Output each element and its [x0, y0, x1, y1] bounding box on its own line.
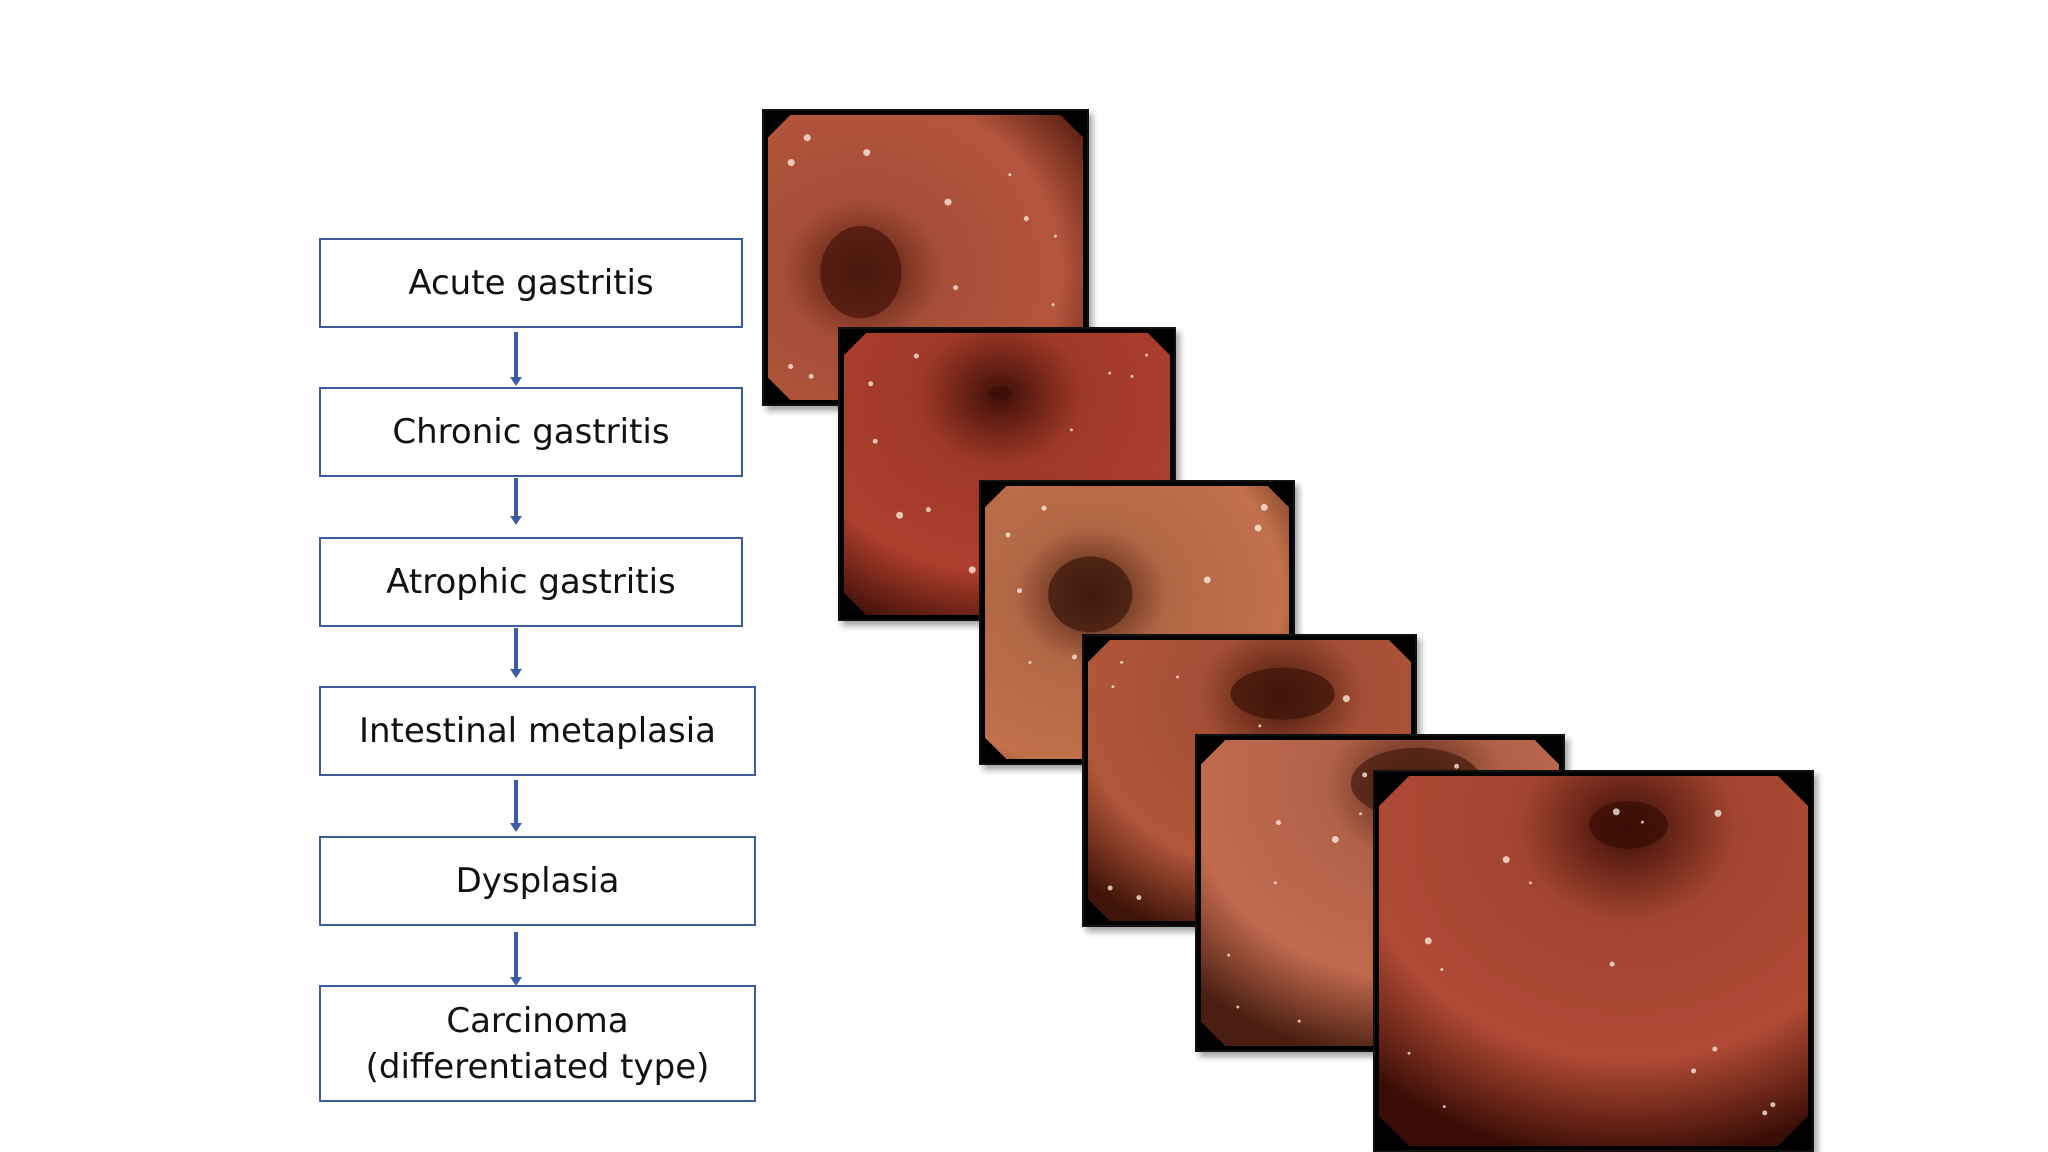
- arrow-down-icon: [510, 628, 522, 678]
- stage-intestinal-metaplasia: Intestinal metaplasia: [319, 686, 756, 776]
- arrow-down-icon: [510, 932, 522, 986]
- arrow-down-icon: [510, 332, 522, 386]
- stage-chronic-gastritis: Chronic gastritis: [319, 387, 743, 477]
- stage-dysplasia: Dysplasia: [319, 836, 756, 926]
- stage-atrophic-gastritis: Atrophic gastritis: [319, 537, 743, 627]
- carcinoma-endoscopy: [1373, 770, 1814, 1152]
- arrow-down-icon: [510, 478, 522, 525]
- stage-acute-gastritis: Acute gastritis: [319, 238, 743, 328]
- arrow-down-icon: [510, 780, 522, 832]
- stage-carcinoma: Carcinoma (differentiated type): [319, 985, 756, 1102]
